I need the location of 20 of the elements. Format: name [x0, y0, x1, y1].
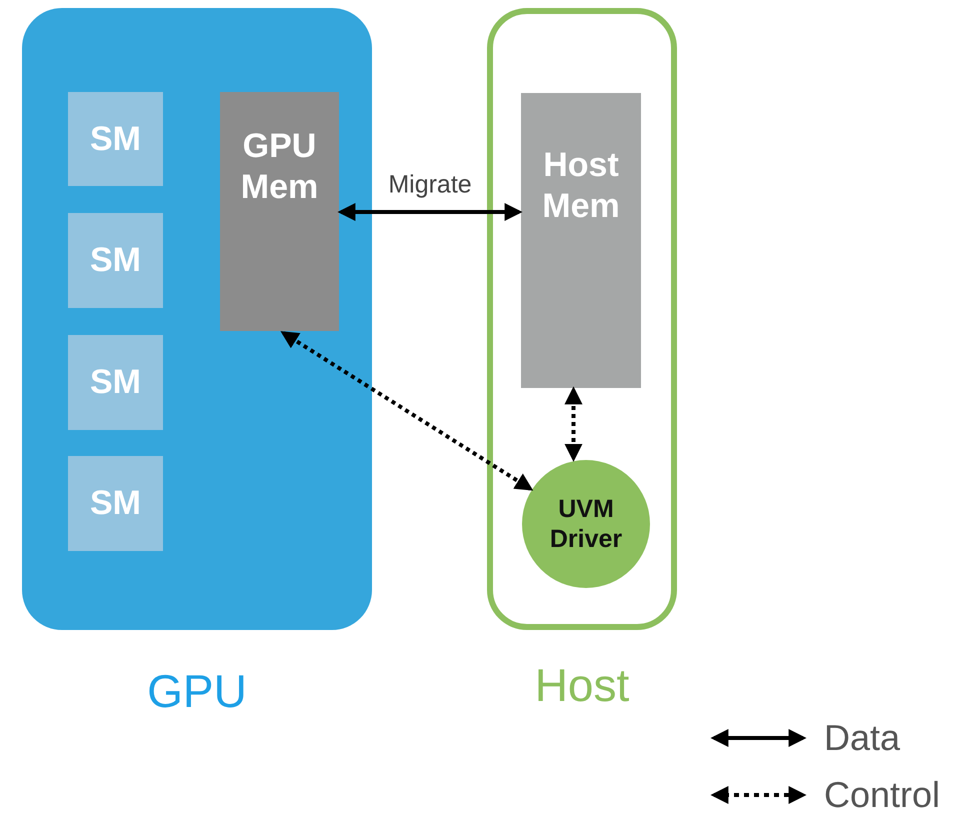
arrow [337, 203, 523, 221]
node-label: Host Mem [541, 144, 621, 226]
memory-block [220, 92, 339, 331]
node-label: GPU Mem [240, 126, 320, 208]
node-label: SM [90, 483, 141, 524]
legend-text: Control [824, 774, 940, 813]
node-label: UVM Driver [548, 494, 624, 554]
memory-block [521, 93, 641, 388]
sm-block [68, 335, 163, 430]
legend-text: Data [824, 717, 900, 759]
arrow [280, 331, 534, 491]
node-label: SM [90, 240, 141, 281]
sm-block [68, 92, 163, 186]
panel-title: GPU [147, 664, 247, 718]
node-label: SM [90, 362, 141, 403]
arrow [564, 386, 582, 462]
sm-block [68, 213, 163, 308]
panel-title: Host [534, 658, 630, 712]
node-label: SM [90, 118, 141, 160]
sm-block [68, 456, 163, 551]
